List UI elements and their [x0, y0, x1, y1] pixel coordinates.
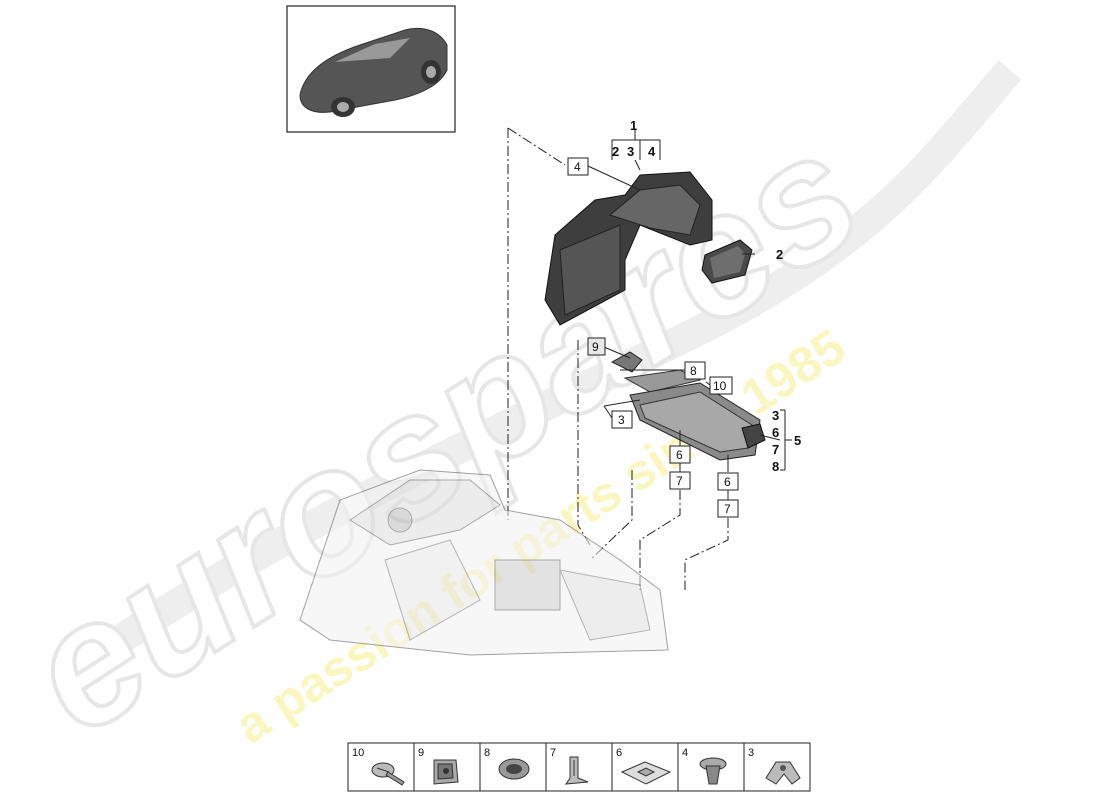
watermark-swoosh	[111, 60, 1022, 653]
callout-group5-item-8: 8	[772, 459, 779, 474]
legend-num-4: 4	[682, 747, 688, 759]
screw-icon	[371, 762, 405, 786]
spring-clip-icon	[565, 756, 589, 785]
legend-num-6: 6	[616, 747, 622, 759]
callout-9-box: 9	[592, 340, 599, 354]
clip-nut-icon	[433, 759, 459, 785]
callout-10-box: 10	[713, 379, 727, 393]
callout-2: 2	[776, 247, 783, 262]
trunk-compartment-illustration	[299, 469, 669, 656]
retaining-clip-icon	[765, 761, 801, 785]
callout-3-box: 3	[618, 413, 625, 427]
legend-cells	[413, 743, 745, 791]
callout-group-2: 2	[612, 144, 619, 159]
grommet-icon	[498, 758, 530, 780]
callout-group5-item-3: 3	[772, 408, 779, 423]
foam-pad-icon	[620, 761, 672, 785]
callout-group-4: 4	[648, 144, 656, 159]
fastener-legend: 10 9 8 7 6 4 3	[347, 742, 811, 792]
callout-group-3: 3	[627, 144, 634, 159]
callout-1: 1	[630, 118, 637, 133]
callout-5: 5	[794, 433, 801, 448]
rail-assembly	[610, 351, 766, 461]
callout-7a-box: 7	[676, 474, 683, 488]
callout-6a-box: 6	[676, 448, 683, 462]
callout-8-box: 8	[690, 364, 697, 378]
callout-leaders	[587, 130, 792, 500]
callouts: 1 2 3 4 4 2 9 8 10 3 6 7 6 7 3 6 7 8 5	[567, 118, 801, 518]
vehicle-thumbnail	[286, 5, 456, 133]
cover-panel	[701, 239, 753, 284]
legend-num-10: 10	[352, 747, 364, 759]
legend-num-3: 3	[748, 747, 754, 759]
legend-num-7: 7	[550, 747, 556, 759]
legend-num-8: 8	[484, 747, 490, 759]
side-trim-panel	[544, 171, 713, 326]
callout-group5-item-6: 6	[772, 425, 779, 440]
callout-group5-item-7: 7	[772, 442, 779, 457]
legend-num-9: 9	[418, 747, 424, 759]
callout-7b-box: 7	[724, 502, 731, 516]
callout-6b-box: 6	[724, 475, 731, 489]
callout-4-box: 4	[574, 160, 581, 174]
expansion-rivet-icon	[699, 757, 727, 785]
watermark: eurospares a passion for parts since 198…	[0, 60, 1022, 774]
